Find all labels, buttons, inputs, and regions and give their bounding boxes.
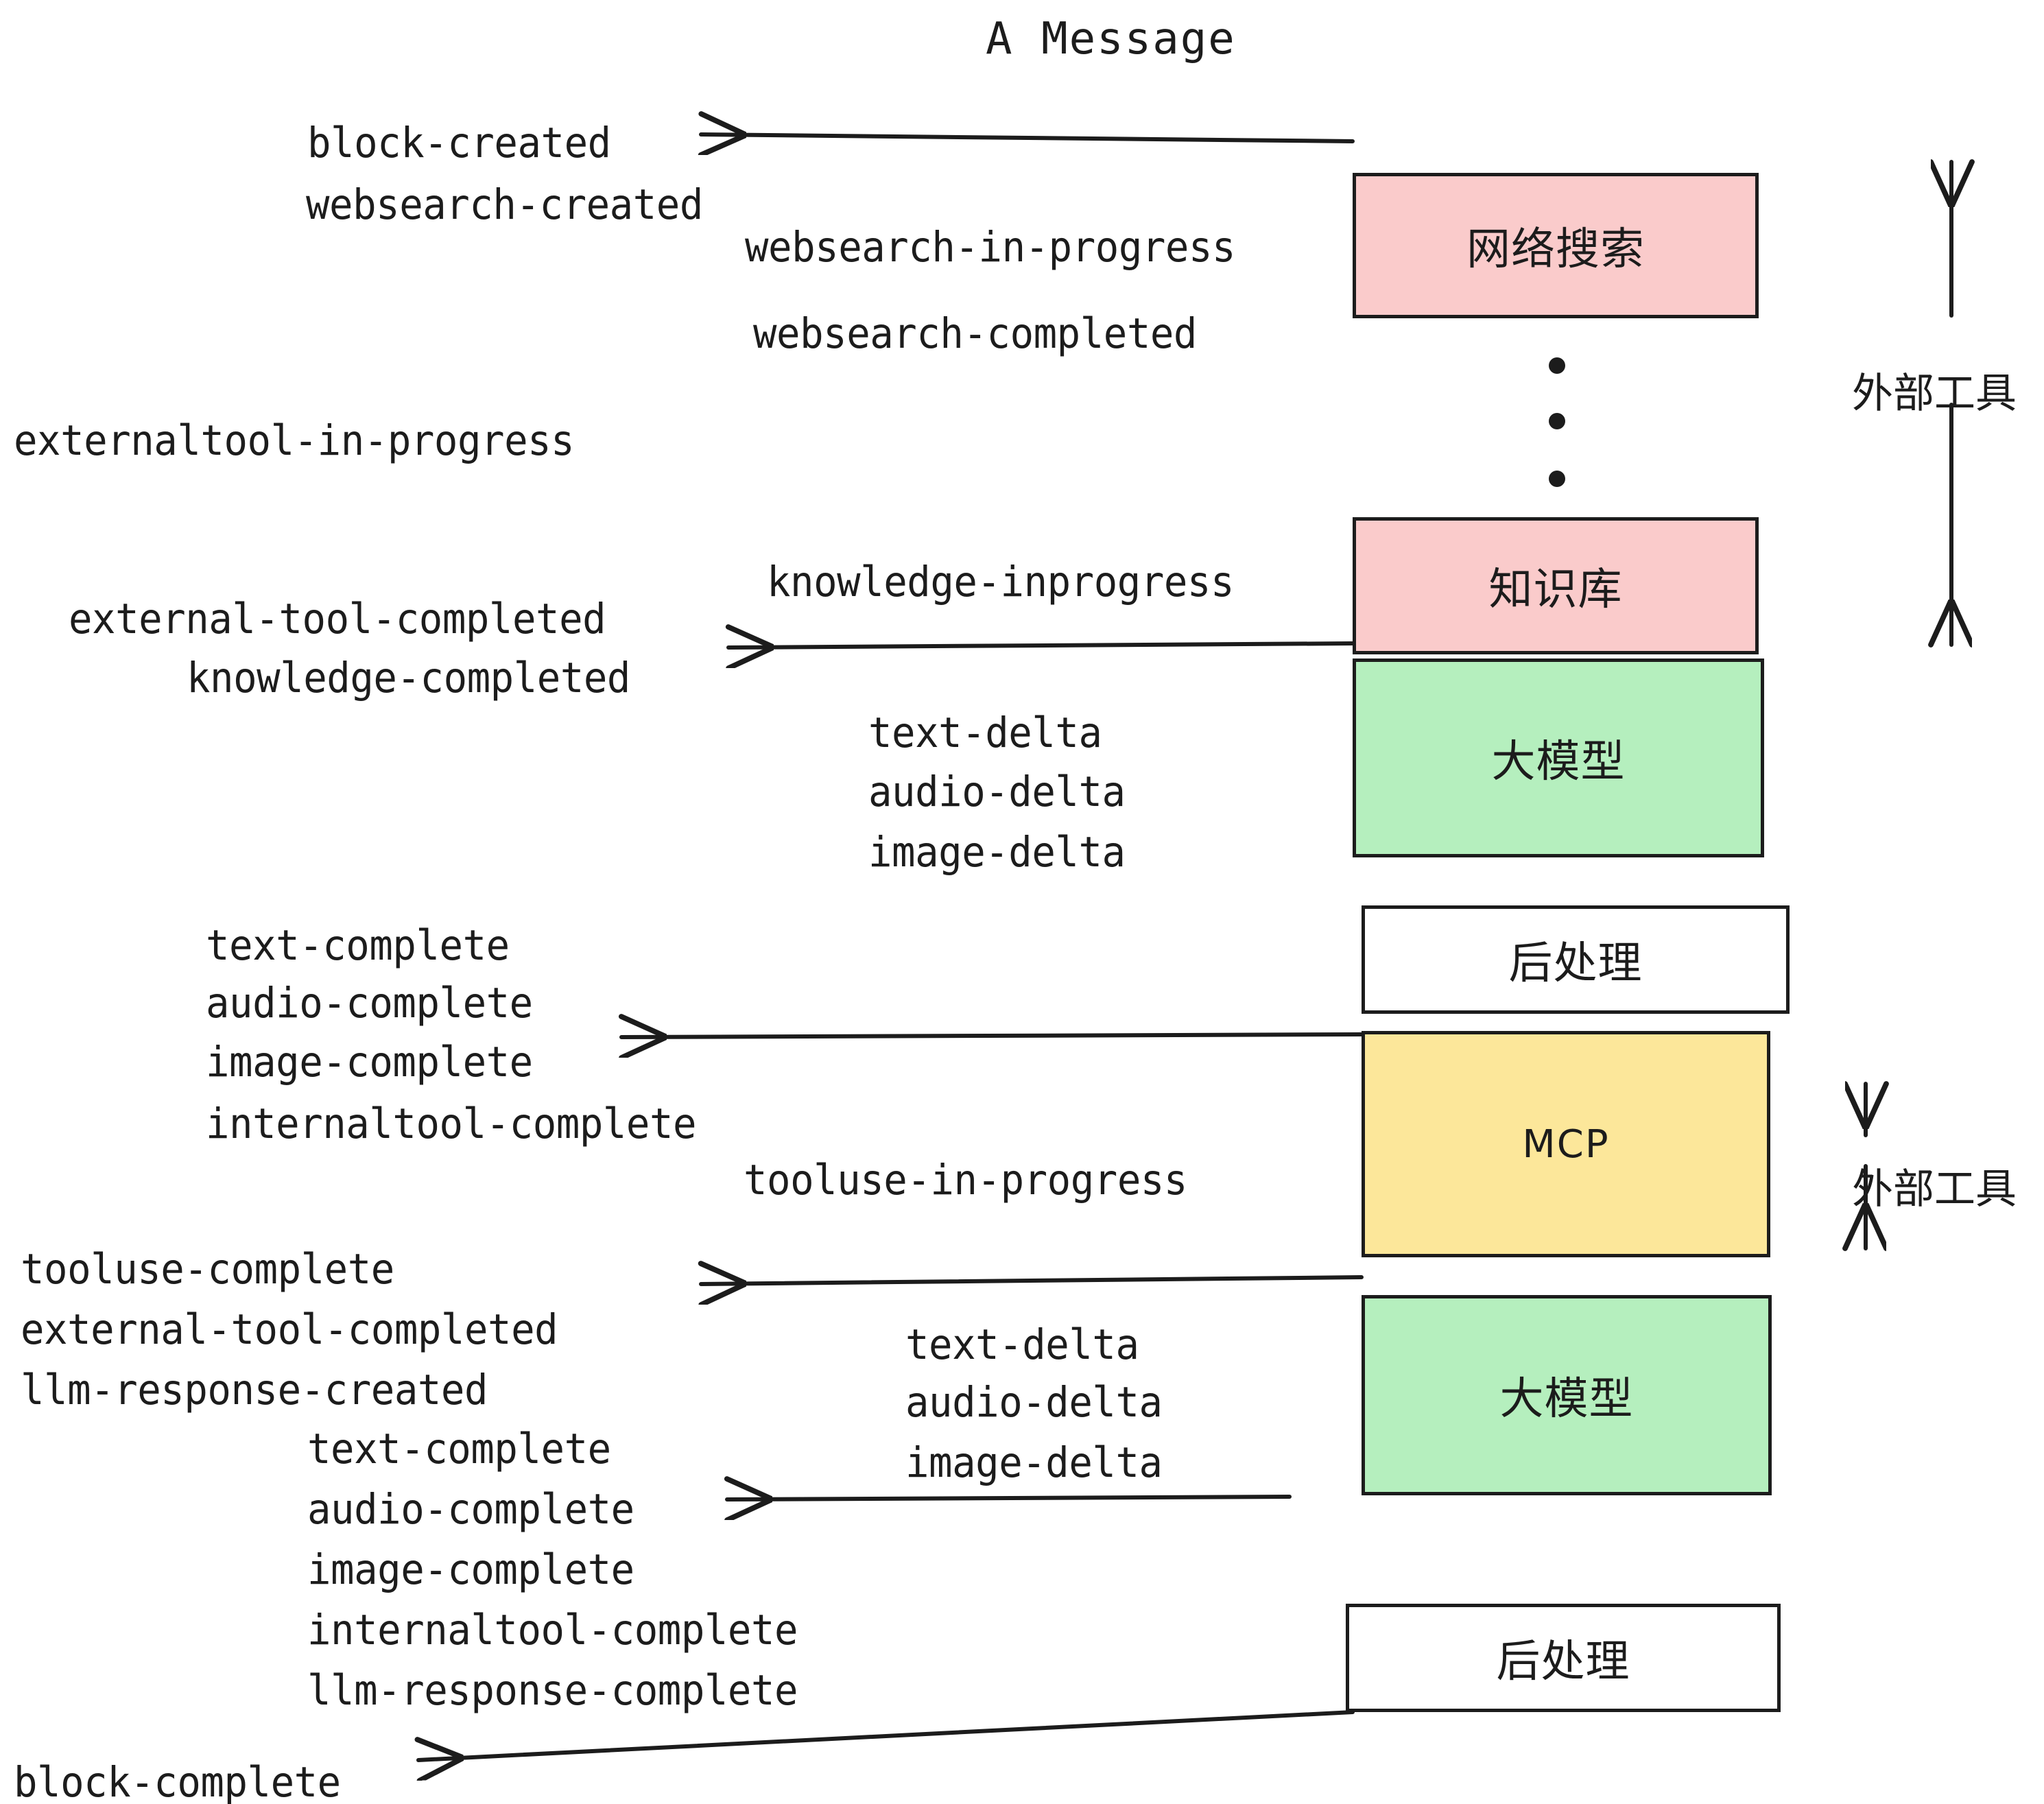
event-label-audio-complete-1: audio-complete (206, 979, 533, 1028)
node-label-mcp: MCP (1522, 1121, 1610, 1167)
event-label-text-complete-2: text-complete (307, 1425, 611, 1473)
node-websearch: 网络搜索 (1353, 173, 1759, 318)
group-label-external-tools-bottom: 外部工具 (1852, 1165, 2017, 1213)
node-label-post-1: 后处理 (1508, 938, 1643, 989)
node-label-post-2: 后处理 (1496, 1637, 1630, 1687)
node-label-websearch: 网络搜索 (1466, 224, 1645, 275)
event-label-tooluse-complete: tooluse-complete (21, 1245, 394, 1294)
event-label-knowledge-inprogress: knowledge-inprogress (767, 558, 1235, 606)
event-label-knowledge-completed: knowledge-completed (187, 654, 630, 702)
node-label-llm-1: 大模型 (1491, 737, 1626, 787)
event-label-audio-complete-2: audio-complete (307, 1485, 634, 1534)
arrow-knowledge-completed (728, 643, 1355, 648)
node-llm-2: 大模型 (1362, 1295, 1772, 1495)
event-label-external-tool-completed-1: external-tool-completed (69, 595, 606, 643)
arrow-audio-complete (727, 1497, 1292, 1499)
arrow-block-complete (418, 1710, 1355, 1760)
event-label-websearch-completed: websearch-completed (753, 309, 1197, 358)
event-label-block-complete: block-complete (14, 1758, 341, 1804)
arrow-block-created (701, 134, 1355, 141)
event-label-image-delta-1: image-delta (868, 828, 1126, 877)
event-label-block-created: block-created (307, 119, 611, 167)
arrow-image-complete (621, 1034, 1364, 1037)
node-post-1: 后处理 (1362, 905, 1790, 1014)
event-label-text-delta-1: text-delta (868, 709, 1102, 757)
event-label-websearch-in-progress: websearch-in-progress (745, 223, 1236, 272)
event-label-tooluse-in-progress: tooluse-in-progress (744, 1156, 1187, 1204)
event-label-external-tool-completed-2: external-tool-completed (21, 1305, 558, 1354)
node-mcp: MCP (1362, 1031, 1770, 1257)
event-label-audio-delta-1: audio-delta (868, 768, 1126, 816)
node-llm-1: 大模型 (1353, 658, 1764, 857)
node-post-2: 后处理 (1346, 1604, 1781, 1712)
node-label-llm-2: 大模型 (1499, 1374, 1634, 1425)
event-label-text-delta-2: text-delta (905, 1320, 1139, 1369)
event-label-llm-response-complete: llm-response-complete (307, 1666, 798, 1715)
ellipsis-dot-1 (1549, 357, 1565, 374)
node-knowledge: 知识库 (1353, 517, 1759, 654)
event-label-audio-delta-2: audio-delta (905, 1378, 1163, 1427)
event-label-internaltool-complete-1: internaltool-complete (206, 1100, 697, 1148)
page-title: A Message (986, 14, 1236, 64)
event-label-websearch-created: websearch-created (306, 180, 703, 229)
event-label-text-complete-1: text-complete (206, 921, 510, 970)
event-label-image-complete-1: image-complete (206, 1038, 533, 1087)
event-label-externaltool-in-progress: externaltool-in-progress (14, 416, 575, 465)
event-label-image-complete-2: image-complete (307, 1545, 634, 1594)
event-label-image-delta-2: image-delta (905, 1438, 1163, 1487)
ellipsis-dot-2 (1549, 413, 1565, 429)
event-label-llm-response-created: llm-response-created (21, 1366, 488, 1414)
event-label-internaltool-complete-2: internaltool-complete (307, 1606, 798, 1654)
ellipsis-dot-3 (1549, 471, 1565, 487)
group-label-external-tools-top: 外部工具 (1852, 370, 2017, 418)
arrow-tooluse-complete (701, 1277, 1364, 1284)
node-label-knowledge: 知识库 (1488, 565, 1623, 615)
